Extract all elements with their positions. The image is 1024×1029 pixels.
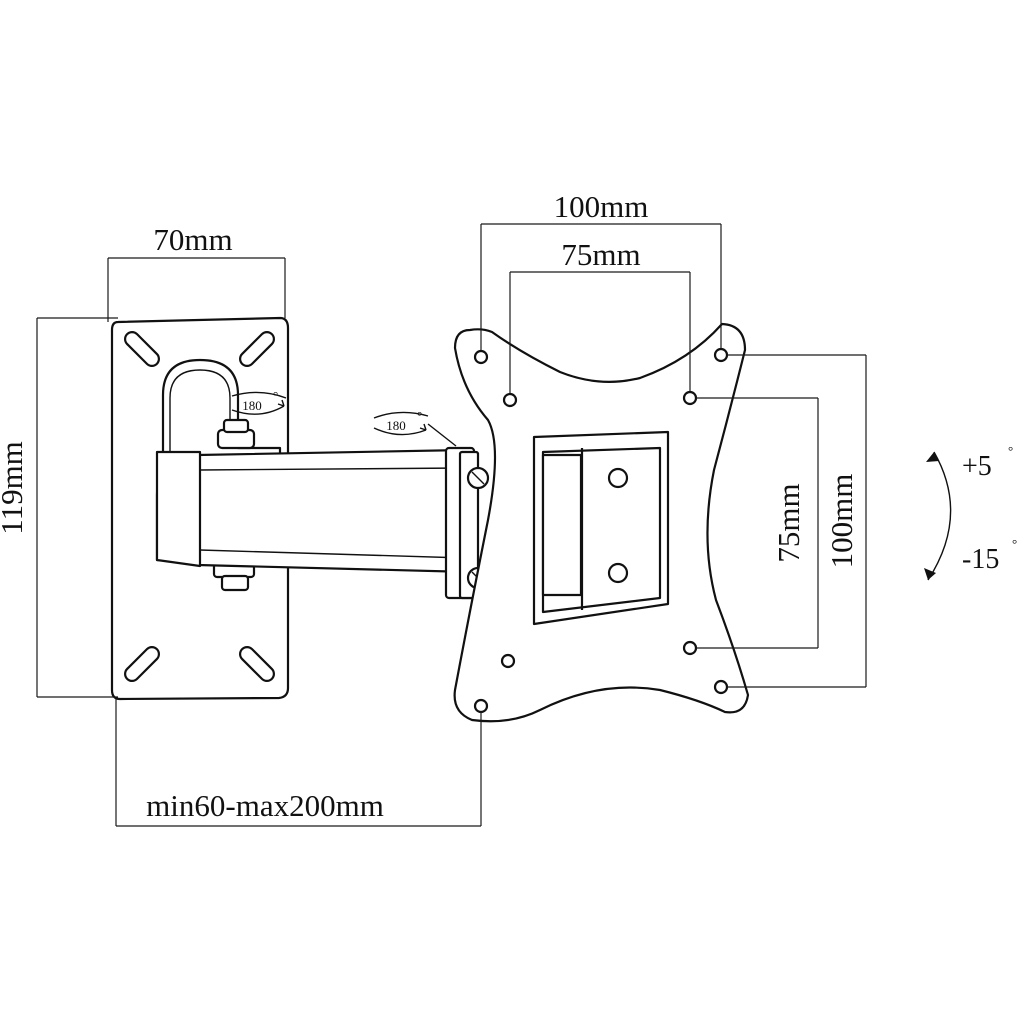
dim-label-100mm-width: 100mm xyxy=(554,189,649,224)
dim-label-70mm: 70mm xyxy=(153,222,232,257)
tilt-label-down: -15 xyxy=(962,544,999,575)
dim-vesa-outer-height: 100mm xyxy=(727,354,867,688)
tilt-arrow-up-icon xyxy=(926,452,939,462)
wall-plate-slot xyxy=(124,331,160,367)
degree-symbol: ° xyxy=(1008,443,1013,458)
dim-label-119mm: 119mm xyxy=(0,441,29,535)
vesa-hole-100 xyxy=(713,347,729,363)
degree-symbol: ° xyxy=(417,408,422,423)
degree-symbol: ° xyxy=(273,388,278,403)
dim-label-75mm-height: 75mm xyxy=(771,483,806,562)
degree-symbol: ° xyxy=(1012,536,1017,551)
vesa-hole-100 xyxy=(473,349,489,365)
wall-plate-slot xyxy=(124,646,160,682)
dim-vesa-inner-width: 75mm xyxy=(509,237,691,393)
dim-label-extension: min60-max200mm xyxy=(146,788,384,823)
arm-hinge xyxy=(444,446,490,600)
wall-plate-slot xyxy=(239,331,275,367)
vesa-hole-100 xyxy=(713,679,729,695)
upper-hinge-bracket xyxy=(161,358,282,462)
extension-arm xyxy=(155,448,472,574)
vesa-plate xyxy=(453,322,750,723)
dim-label-100mm-height: 100mm xyxy=(824,474,859,569)
vesa-hole-75 xyxy=(682,640,698,656)
vesa-hole-100 xyxy=(473,698,489,714)
wall-plate-slot xyxy=(239,646,275,682)
vesa-hole-75 xyxy=(500,653,516,669)
tilt-indicator: +5 ° -15 ° xyxy=(924,443,1017,581)
dim-label-75mm-width: 75mm xyxy=(561,237,640,272)
tilt-arrow-down-icon xyxy=(924,568,936,580)
dim-vesa-outer-width: 100mm xyxy=(480,189,722,350)
rotation-label-wall: 180 xyxy=(242,398,262,413)
vesa-hole-75 xyxy=(682,390,698,406)
tilt-label-up: +5 xyxy=(962,451,992,482)
dim-extension-range: min60-max200mm xyxy=(115,699,482,827)
dim-wall-plate-height: 119mm xyxy=(0,317,118,698)
dim-vesa-inner-height: 75mm xyxy=(696,397,819,649)
vesa-hole-75 xyxy=(502,392,518,408)
rotation-indicator-wall: 180 ° xyxy=(231,388,287,415)
rotation-label-arm: 180 xyxy=(386,418,406,433)
dim-wall-plate-width: 70mm xyxy=(107,222,286,322)
rotation-indicator-arm: 180 ° xyxy=(373,408,457,447)
